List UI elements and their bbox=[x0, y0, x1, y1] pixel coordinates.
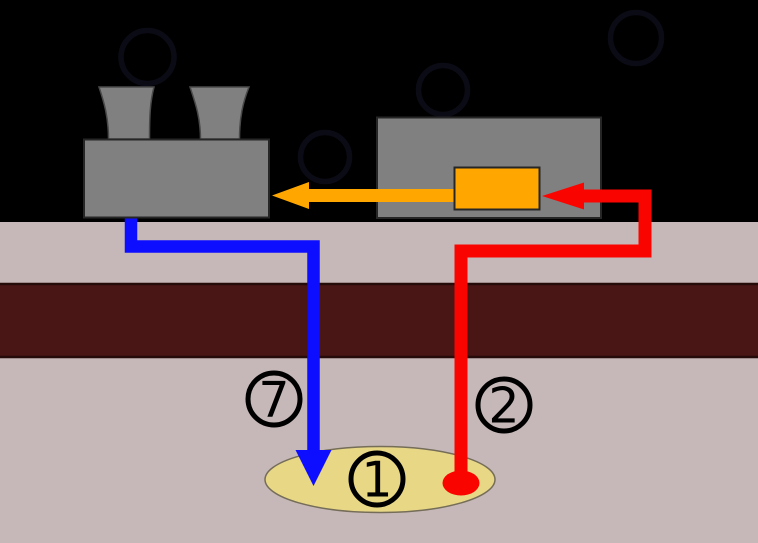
blue-pipe-arrowhead-icon bbox=[295, 450, 332, 486]
label-circle-left-well bbox=[245, 370, 303, 428]
blue-pipe bbox=[124, 215, 320, 451]
sky-circle-marker-1 bbox=[118, 27, 177, 87]
orange-arrowhead-icon bbox=[272, 182, 309, 209]
label-text-reservoir: 1 bbox=[361, 452, 392, 509]
label-circle-right-well bbox=[475, 376, 533, 434]
label-circle-reservoir bbox=[348, 450, 406, 508]
power-plant-building bbox=[83, 138, 270, 219]
label-text-left-well: 7 bbox=[258, 372, 289, 429]
sky-circle-marker-3 bbox=[415, 62, 471, 118]
sky-circle-marker-2 bbox=[297, 129, 353, 185]
red-pipe-arrowhead-icon bbox=[542, 182, 584, 210]
label-text-right-well: 2 bbox=[488, 378, 519, 435]
heat-exchanger-box bbox=[453, 166, 541, 211]
red-pipe bbox=[454, 189, 652, 484]
sky-circle-marker-4 bbox=[607, 9, 665, 67]
red-pipe-intake-bulb bbox=[442, 470, 480, 496]
ground-layer-dark-stratum bbox=[0, 282, 758, 359]
